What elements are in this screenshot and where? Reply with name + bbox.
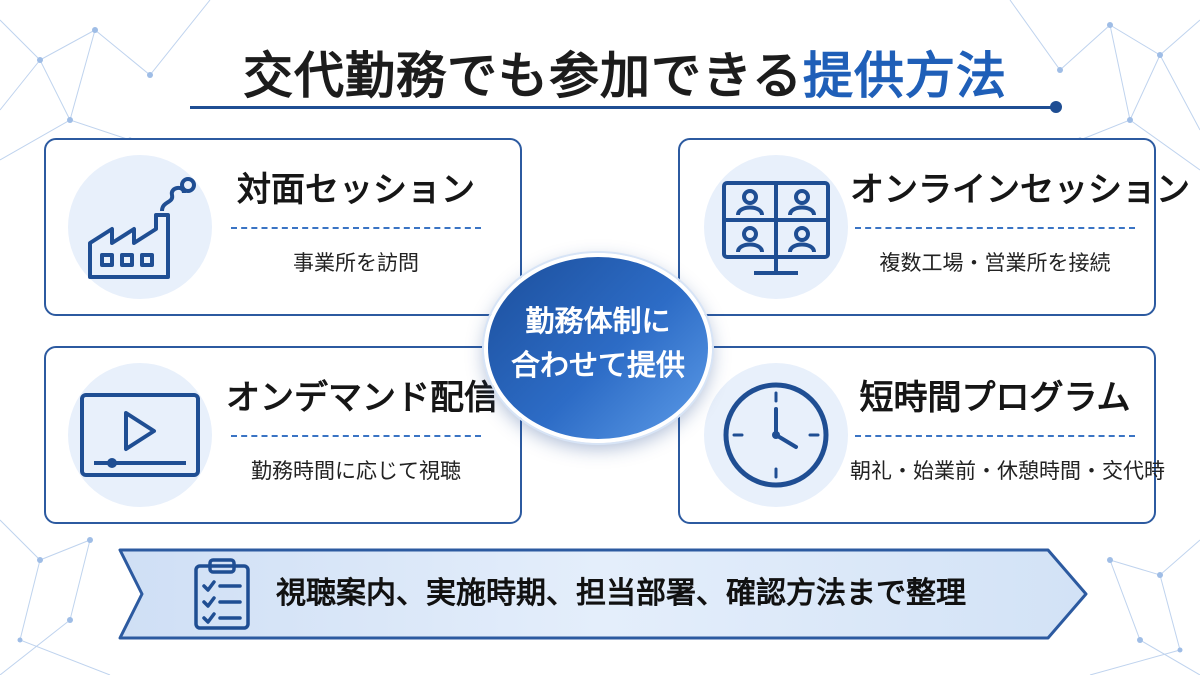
central-hub: 勤務体制に 合わせて提供 <box>484 253 712 443</box>
card-title: オンラインセッション <box>850 170 1190 210</box>
title-main: 交代勤務でも参加できる <box>243 47 803 105</box>
card-subtitle: 朝礼・始業前・休憩時間・交代時 <box>850 459 1165 483</box>
card-subtitle: 事業所を訪問 <box>293 251 419 275</box>
card-divider <box>855 227 1135 229</box>
title-underline-dot <box>1050 101 1062 113</box>
hub-label: 勤務体制に 合わせて提供 <box>488 299 708 387</box>
video-player-icon <box>68 363 212 507</box>
card-subtitle: 勤務時間に応じて視聴 <box>251 459 461 483</box>
summary-banner: 視聴案内、実施時期、担当部署、確認方法まで整理 <box>116 546 1090 642</box>
video-conference-icon <box>704 155 848 299</box>
card-title: オンデマンド配信 <box>226 378 498 418</box>
card-title: 短時間プログラム <box>859 378 1131 418</box>
hub-line-2: 合わせて提供 <box>510 348 685 382</box>
card-divider <box>231 227 481 229</box>
clipboard-checklist-icon <box>190 556 254 632</box>
card-in-person-session: 対面セッション 事業所を訪問 <box>44 138 522 316</box>
card-title: 対面セッション <box>237 170 475 210</box>
card-divider <box>231 435 481 437</box>
banner-text: 視聴案内、実施時期、担当部署、確認方法まで整理 <box>276 576 966 611</box>
card-subtitle: 複数工場・営業所を接続 <box>879 251 1111 275</box>
banner-arrow-shape <box>118 548 1088 640</box>
card-short-program: 短時間プログラム 朝礼・始業前・休憩時間・交代時 <box>678 346 1165 524</box>
page-title: 交代勤務でも参加できる提供方法 <box>190 36 1060 108</box>
clock-icon <box>704 363 848 507</box>
title-block: 交代勤務でも参加できる提供方法 <box>190 32 1062 114</box>
title-accent: 提供方法 <box>803 47 1007 105</box>
factory-icon <box>68 155 212 299</box>
card-divider <box>855 435 1135 437</box>
card-on-demand: オンデマンド配信 勤務時間に応じて視聴 <box>44 346 522 524</box>
title-underline <box>190 106 1052 109</box>
hub-line-1: 勤務体制に <box>525 304 671 338</box>
card-online-session: オンラインセッション 複数工場・営業所を接続 <box>678 138 1190 316</box>
